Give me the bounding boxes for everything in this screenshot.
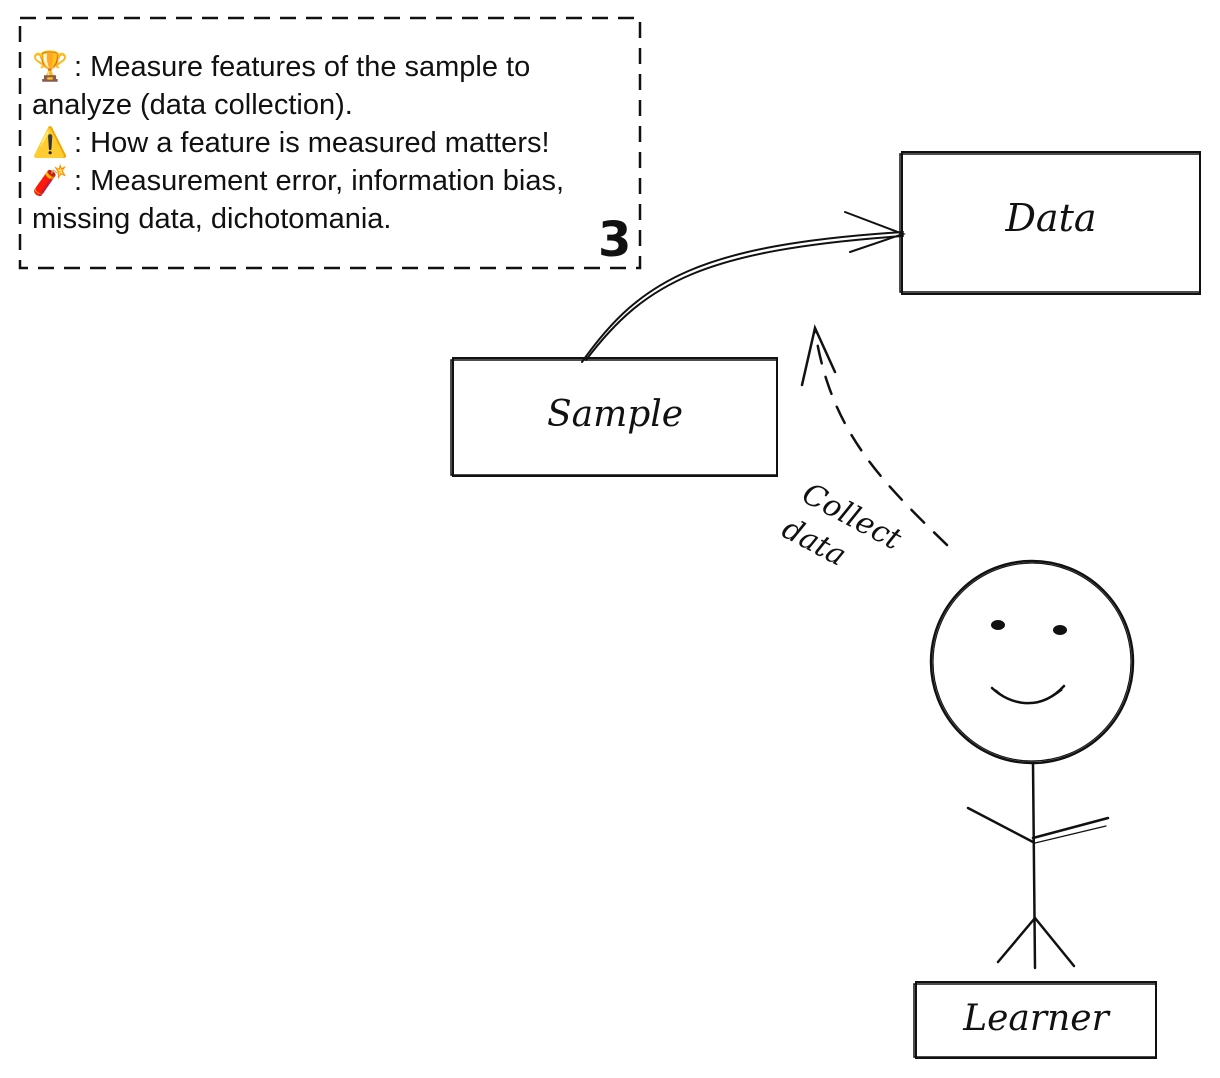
note-line-2: analyze (data collection). xyxy=(32,86,632,124)
note-line-4-text: : Measurement error, information bias, xyxy=(66,165,565,197)
note-line-1-text: : Measure features of the sample to xyxy=(66,51,531,83)
data-node-label: Data xyxy=(1005,196,1097,240)
step-number: 3 xyxy=(598,212,632,268)
smile-shape xyxy=(990,684,1066,705)
firecracker-icon: 🧨 xyxy=(32,165,69,197)
trophy-icon: 🏆 xyxy=(32,51,69,83)
sample-node-box xyxy=(450,357,778,477)
note-box-border xyxy=(18,16,642,270)
note-box: 🏆 : Measure features of the sample to an… xyxy=(20,18,640,268)
learner-node-label: Learner xyxy=(963,998,1109,1039)
note-line-3-text: : How a feature is measured matters! xyxy=(66,127,550,159)
data-node-box xyxy=(899,151,1201,295)
note-text: 🏆 : Measure features of the sample to an… xyxy=(32,48,632,238)
note-line-2-text: analyze (data collection). xyxy=(32,89,353,121)
note-line-3: ⚠️ : How a feature is measured matters! xyxy=(32,124,632,162)
eyes-shape xyxy=(991,620,1067,635)
learner-node-box xyxy=(913,981,1157,1059)
warning-icon: ⚠️ xyxy=(32,127,69,159)
sample-to-data-arrow xyxy=(581,211,906,363)
learner-figure xyxy=(929,559,1135,970)
note-line-1: 🏆 : Measure features of the sample to xyxy=(32,48,632,86)
head-shape xyxy=(929,559,1135,765)
note-line-5-text: missing data, dichotomania. xyxy=(32,203,392,235)
collect-data-arrow xyxy=(800,324,949,547)
sample-node-label: Sample xyxy=(546,394,684,435)
note-line-4: 🧨 : Measurement error, information bias, xyxy=(32,162,632,200)
note-line-5: missing data, dichotomania. xyxy=(32,200,632,238)
